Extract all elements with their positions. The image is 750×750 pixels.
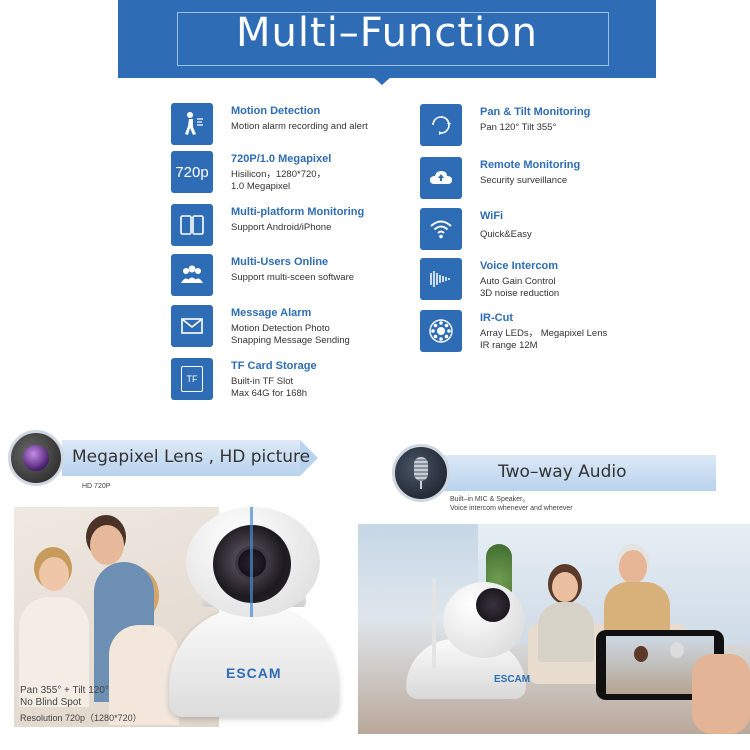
microphone-icon (392, 444, 450, 502)
wifi-icon (420, 208, 462, 250)
audio-subtitle-1: Built–in MIC & Speaker。 (450, 496, 530, 503)
audio-product-photo: ESCAM (358, 524, 750, 734)
lens-caption-2: No Blind Spot (20, 697, 82, 708)
720p-badge-icon: 720p (171, 151, 213, 193)
header-frame (177, 12, 609, 66)
lens-subtitle: HD 720P (82, 483, 111, 490)
audio-subtitle-2: Voice intercom whenever and wherever (450, 505, 573, 512)
audio-title: Two–way Audio (498, 462, 627, 482)
pan-tilt-icon (420, 104, 462, 146)
sound-wave-icon (420, 258, 462, 300)
audio-title-pill (422, 455, 716, 491)
devices-icon (171, 204, 213, 246)
audio-brand-logo: ESCAM (494, 674, 531, 685)
lens-caption-1: Pan 355° + Tilt 120° (20, 685, 109, 696)
lens-brand-logo: ESCAM (226, 665, 282, 681)
lens-icon (8, 430, 64, 486)
tf-card-icon: TF (171, 358, 213, 400)
person-motion-icon (171, 103, 213, 145)
users-icon (171, 254, 213, 296)
envelope-icon (171, 305, 213, 347)
lens-title-pill (62, 440, 300, 476)
cloud-icon (420, 157, 462, 199)
header-notch (372, 76, 392, 85)
page-title: Multi–Function (236, 10, 538, 56)
ir-led-icon (420, 310, 462, 352)
lens-pill-tail (300, 440, 318, 476)
lens-title: Megapixel Lens , HD picture (72, 447, 311, 467)
lens-product-photo: ESCAM (14, 507, 344, 727)
lens-caption-3: Resolution 720p（1280*720） (20, 713, 142, 723)
